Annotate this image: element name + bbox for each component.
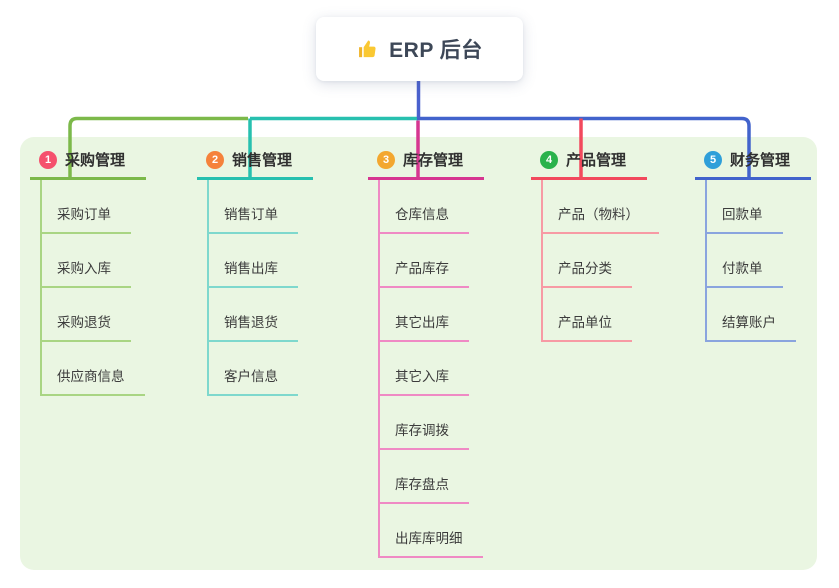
branch-inventory-header[interactable]: 3 库存管理 — [368, 147, 484, 180]
node-product-stock[interactable]: 产品库存 — [380, 234, 469, 288]
root-node[interactable]: ERP 后台 — [316, 17, 523, 81]
node-sales-order[interactable]: 销售订单 — [209, 180, 298, 234]
node-product-material[interactable]: 产品（物料） — [543, 180, 659, 234]
branch-number-badge: 2 — [206, 150, 224, 169]
node-other-inbound[interactable]: 其它入库 — [380, 342, 469, 396]
branch-sales-children: 销售订单 销售出库 销售退货 客户信息 — [207, 180, 313, 396]
branch-inventory-children: 仓库信息 产品库存 其它出库 其它入库 库存调拨 库存盘点 出库库明细 — [378, 180, 484, 558]
node-product-unit[interactable]: 产品单位 — [543, 288, 632, 342]
branch-finance-header[interactable]: 5 财务管理 — [695, 147, 811, 180]
branch-label: 采购管理 — [65, 152, 126, 169]
branch-product-management: 4 产品管理 产品（物料） 产品分类 产品单位 — [531, 147, 659, 342]
node-customer-info[interactable]: 客户信息 — [209, 342, 298, 396]
node-other-outbound[interactable]: 其它出库 — [380, 288, 469, 342]
branch-label: 财务管理 — [730, 152, 791, 169]
node-purchase-inbound[interactable]: 采购入库 — [42, 234, 131, 288]
branch-purchase-header[interactable]: 1 采购管理 — [30, 147, 146, 180]
branch-product-children: 产品（物料） 产品分类 产品单位 — [541, 180, 659, 342]
branch-number-badge: 4 — [540, 150, 558, 169]
branch-label: 销售管理 — [232, 152, 293, 169]
mindmap-background-panel — [20, 137, 817, 570]
thumbs-up-icon — [356, 38, 379, 61]
branch-number-badge: 1 — [39, 150, 57, 169]
node-product-category[interactable]: 产品分类 — [543, 234, 632, 288]
branch-purchase-management: 1 采购管理 采购订单 采购入库 采购退货 供应商信息 — [30, 147, 146, 396]
branch-purchase-children: 采购订单 采购入库 采购退货 供应商信息 — [40, 180, 146, 396]
node-receipt-bill[interactable]: 回款单 — [707, 180, 783, 234]
branch-inventory-management: 3 库存管理 仓库信息 产品库存 其它出库 其它入库 库存调拨 库存盘点 出库库… — [368, 147, 484, 558]
branch-finance-children: 回款单 付款单 结算账户 — [705, 180, 811, 342]
node-stock-count[interactable]: 库存盘点 — [380, 450, 469, 504]
node-warehouse-info[interactable]: 仓库信息 — [380, 180, 469, 234]
branch-label: 库存管理 — [403, 152, 464, 169]
branch-sales-management: 2 销售管理 销售订单 销售出库 销售退货 客户信息 — [197, 147, 313, 396]
branch-sales-header[interactable]: 2 销售管理 — [197, 147, 313, 180]
branch-number-badge: 3 — [377, 150, 395, 169]
branch-finance-management: 5 财务管理 回款单 付款单 结算账户 — [695, 147, 811, 342]
node-sales-outbound[interactable]: 销售出库 — [209, 234, 298, 288]
branch-product-header[interactable]: 4 产品管理 — [531, 147, 647, 180]
branch-label: 产品管理 — [566, 152, 627, 169]
node-payment-bill[interactable]: 付款单 — [707, 234, 783, 288]
branch-number-badge: 5 — [704, 150, 722, 169]
node-supplier-info[interactable]: 供应商信息 — [42, 342, 145, 396]
node-purchase-order[interactable]: 采购订单 — [42, 180, 131, 234]
root-node-label: ERP 后台 — [389, 39, 483, 62]
node-purchase-return[interactable]: 采购退货 — [42, 288, 131, 342]
node-sales-return[interactable]: 销售退货 — [209, 288, 298, 342]
node-outbound-detail[interactable]: 出库库明细 — [380, 504, 483, 558]
node-settlement-account[interactable]: 结算账户 — [707, 288, 796, 342]
node-stock-transfer[interactable]: 库存调拨 — [380, 396, 469, 450]
